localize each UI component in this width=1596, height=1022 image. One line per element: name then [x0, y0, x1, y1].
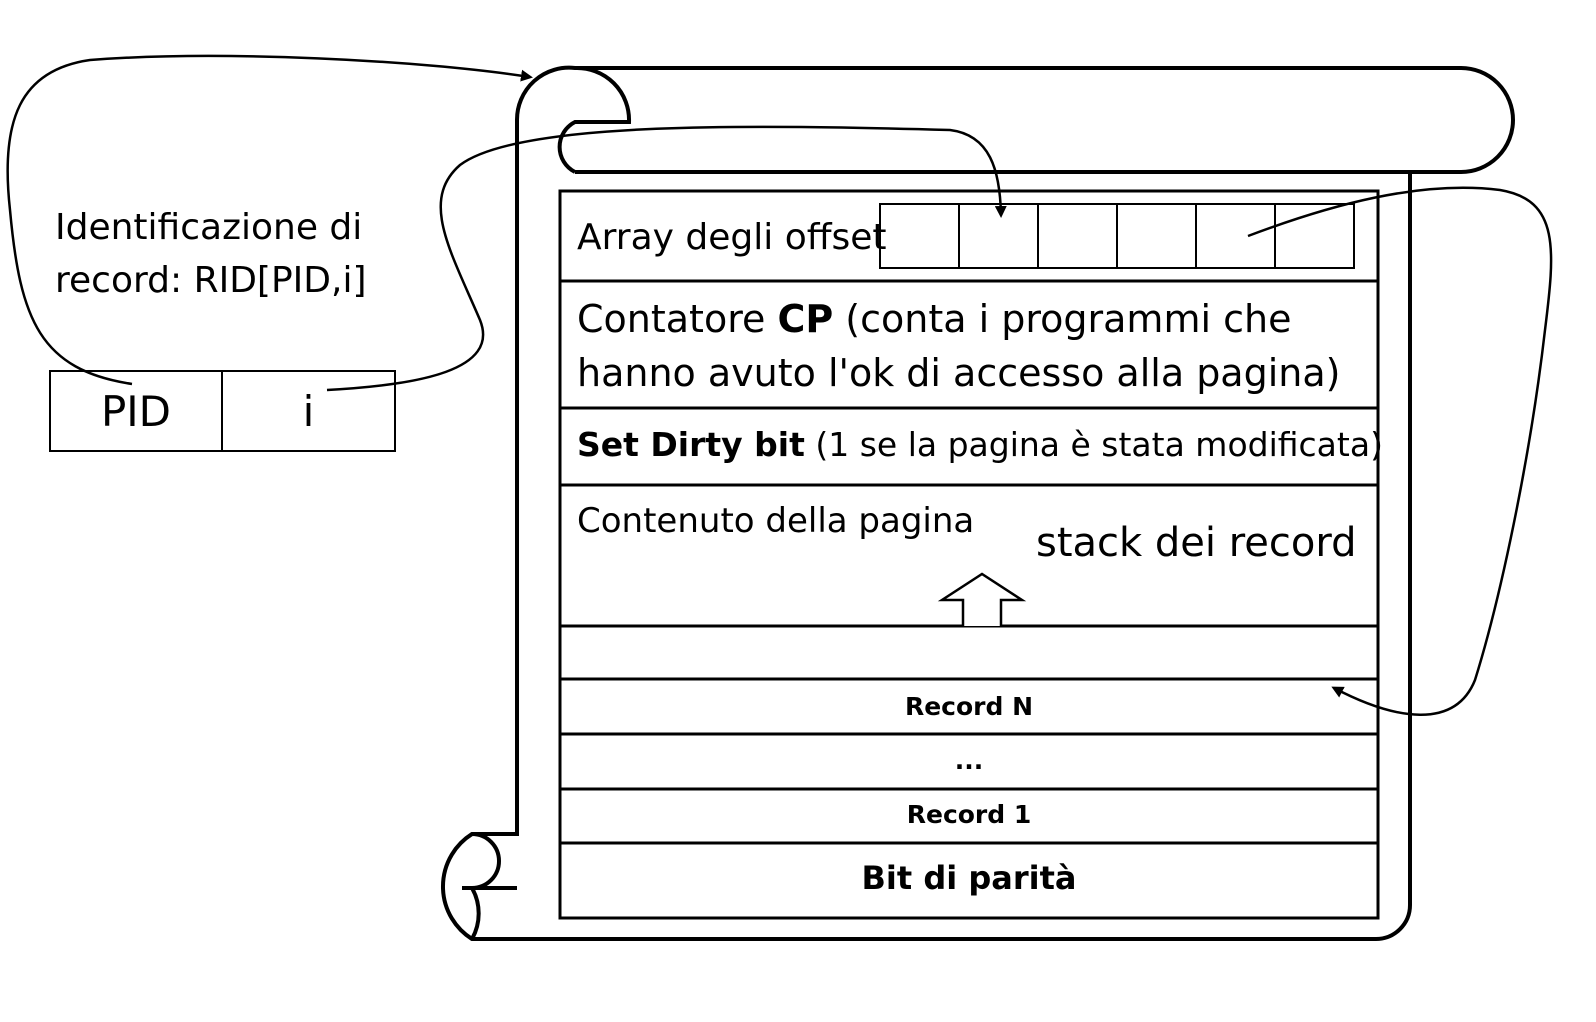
offset-array-label: Array degli offset: [577, 217, 887, 258]
scroll-top-curl: [557, 65, 1410, 174]
offset-to-record-arrow: [1247, 186, 1553, 716]
stack-label: stack dei record: [1036, 520, 1357, 566]
index-to-offset-arrow: [326, 125, 1007, 392]
record-1: Record 1: [906, 800, 1032, 829]
stack-growth-arrow: [937, 572, 1027, 626]
dirty-bit-bold: Set Dirty bit: [577, 425, 805, 464]
pid-to-page-arrow: [6, 54, 533, 386]
offset-array: [879, 203, 1355, 269]
counter-line1: Contatore CP (conta i programmi che: [577, 296, 1291, 344]
counter-line2: hanno avuto l'ok di accesso alla pagina): [577, 351, 1341, 395]
parity-bit-label: Bit di parità: [861, 859, 1077, 897]
record-ellipsis: ...: [954, 746, 984, 775]
rid-box: [49, 370, 396, 452]
rid-caption-line2: record: RID[PID,i]: [55, 260, 367, 301]
rid-index-cell: i: [302, 387, 315, 436]
rid-caption-line1: Identificazione di: [55, 207, 363, 248]
dirty-bit-desc: (1 se la pagina è stata modificata): [804, 425, 1383, 464]
scroll-outline: [440, 65, 1515, 941]
counter-prefix: Contatore: [577, 297, 778, 341]
scroll-bottom-curl: [462, 832, 517, 940]
record-n: Record N: [904, 692, 1034, 721]
rid-pid-cell: PID: [100, 387, 172, 436]
counter-cp: CP: [777, 297, 834, 341]
content-label: Contenuto della pagina: [577, 501, 975, 541]
dirty-bit-line: Set Dirty bit (1 se la pagina è stata mo…: [577, 424, 1383, 465]
counter-desc1: (conta i programmi che: [833, 297, 1292, 341]
page-table: [558, 189, 1380, 920]
